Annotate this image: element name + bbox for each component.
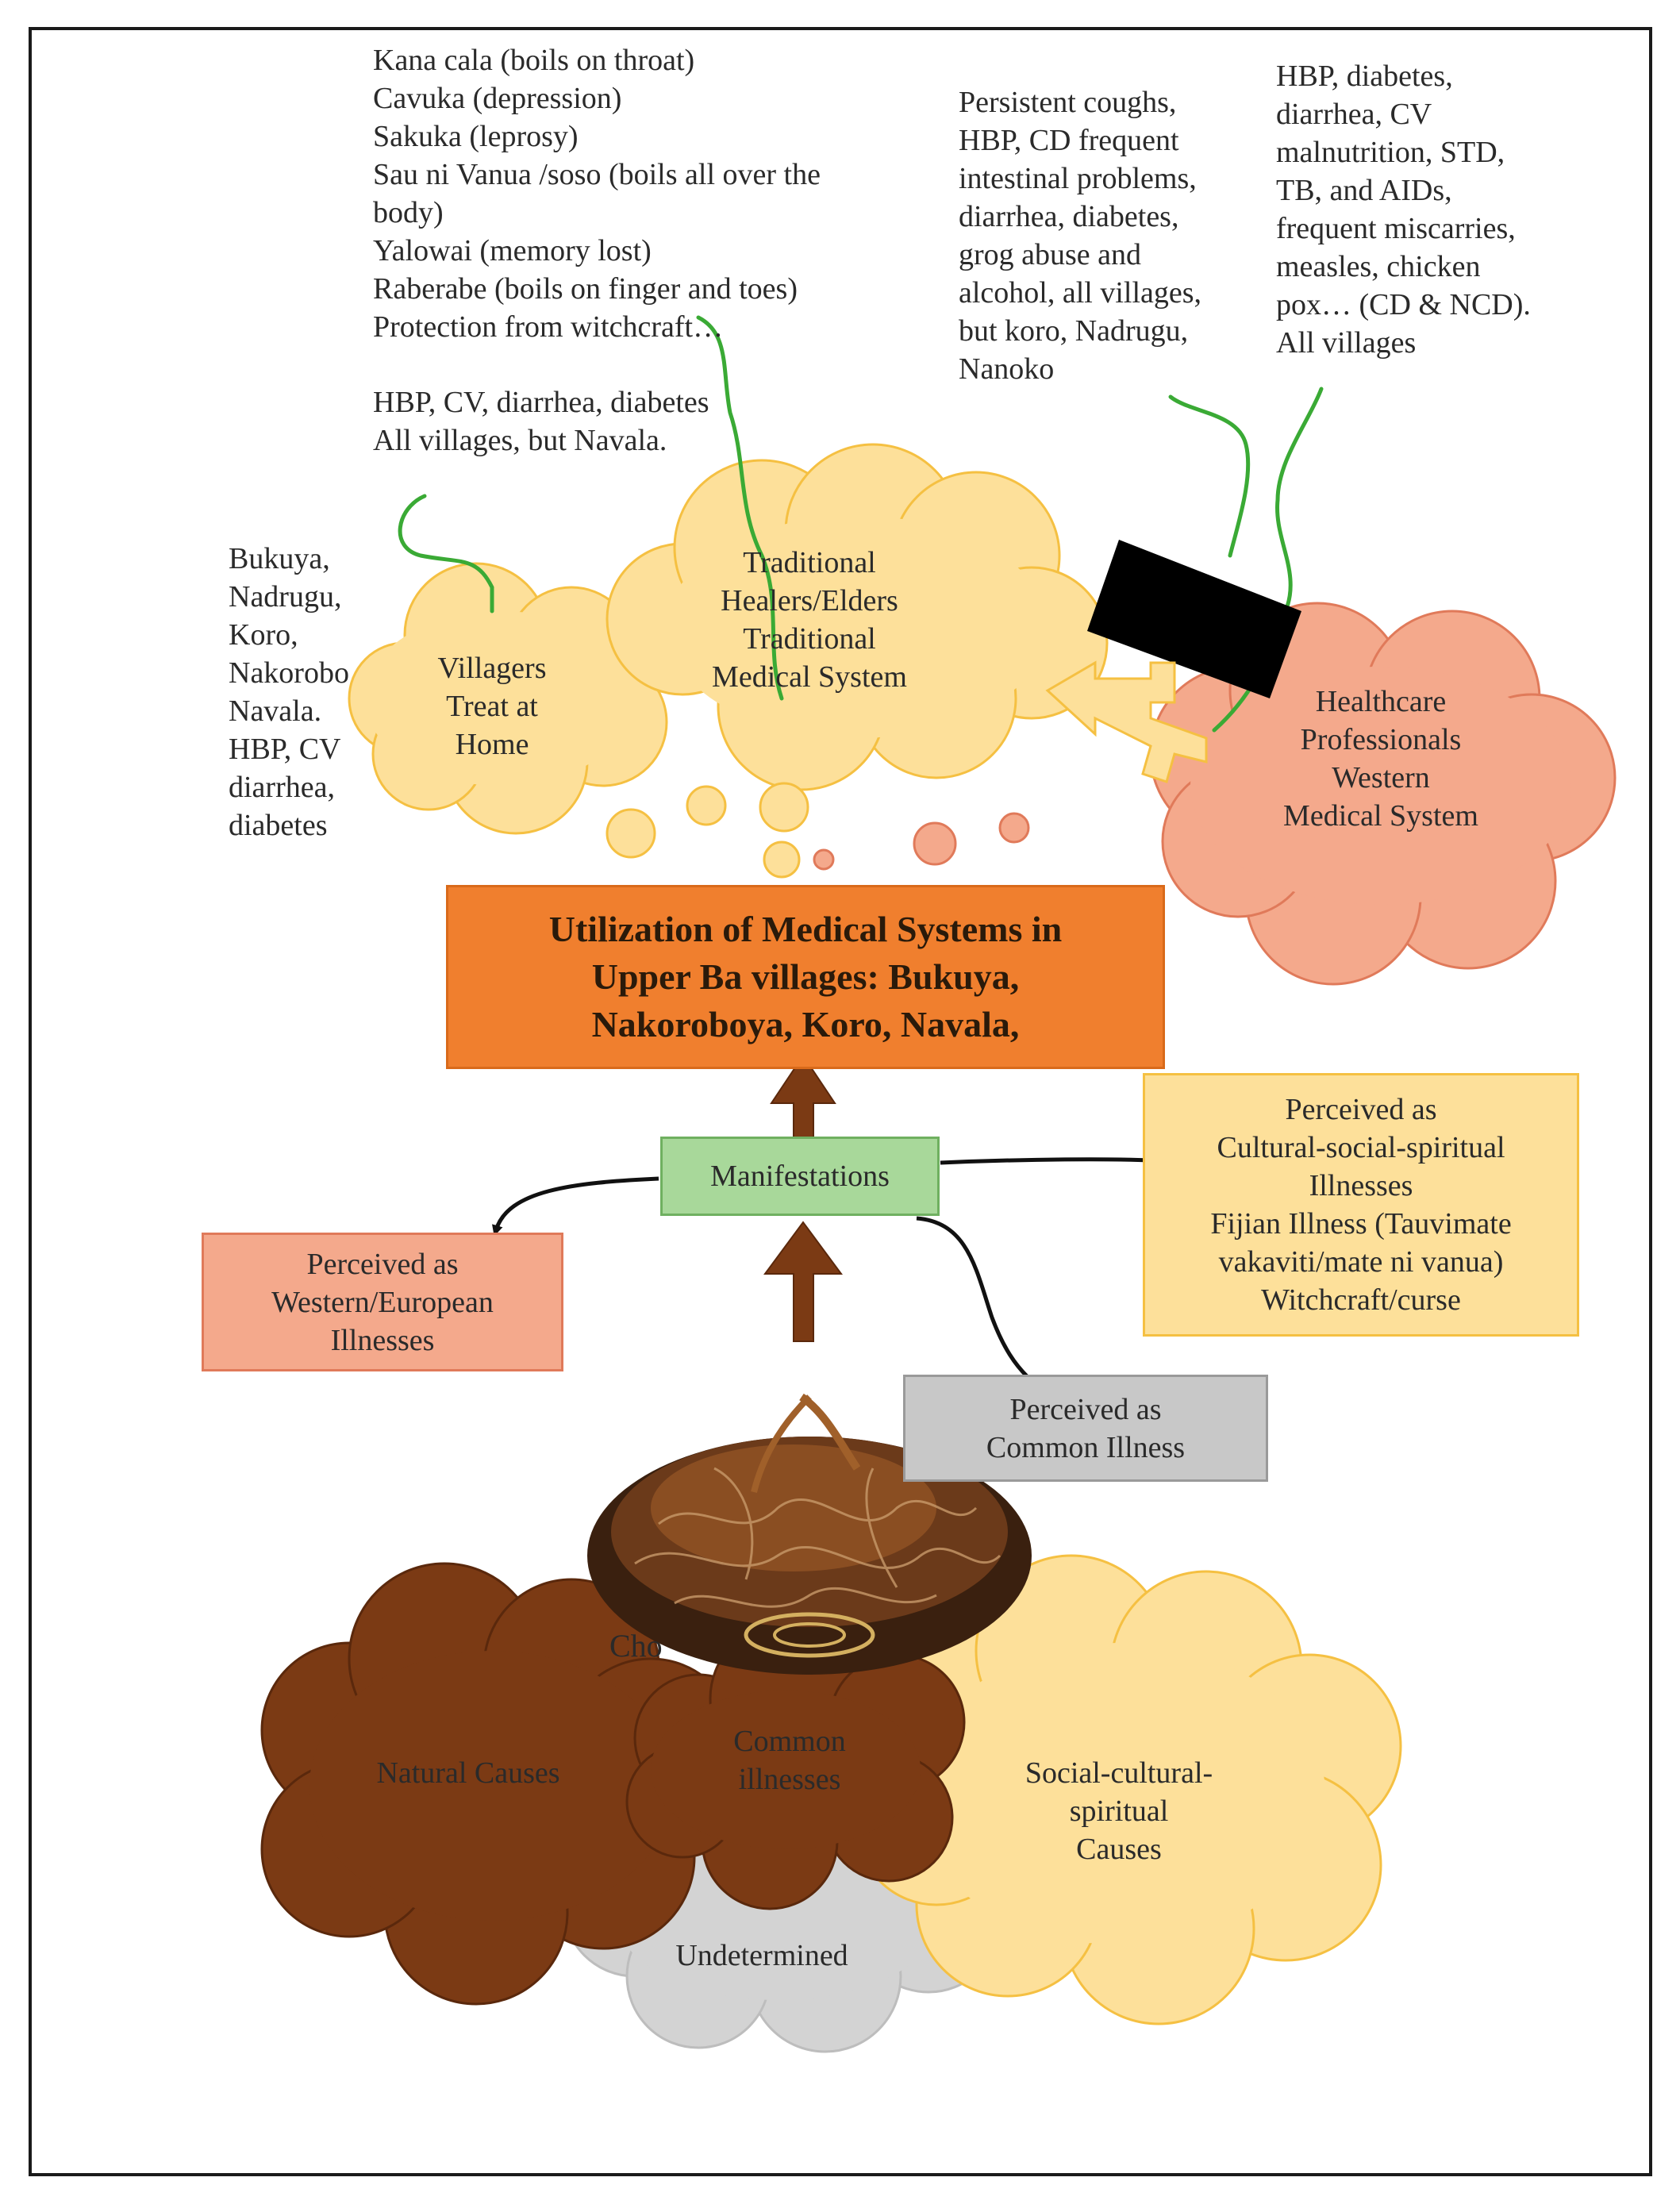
traditional-common-line: All villages, but Navala. [373,424,667,457]
western-illness-list-1: Persistent coughs, HBP, CD frequent intest… [959,83,1201,388]
treatments-list-line: Yalowai (memory lost) [373,234,652,267]
treatments-list-line: Raberabe (boils on finger and toes) [373,272,798,306]
traditional-common-line: HBP, CV, diarrhea, diabetes [373,386,709,419]
double-arrow [1045,660,1208,783]
treatments-list-line: Kana cala (boils on throat) [373,44,695,77]
home-list-line: diabetes [229,809,328,842]
perceived-western-box: Perceived as Western/European Illnesses [202,1233,563,1371]
natural-cloud-label: Natural Causes [376,1756,560,1790]
western-list-2-line: pox… (CD & NCD). [1276,288,1531,321]
bubbles [605,782,1030,879]
home-list-line: Koro, [229,618,298,652]
treatments-list-line: Protection from witchcraft… [373,310,724,344]
treatments-list-line: Sakuka (leprosy) [373,120,579,153]
treatments-list-line: body) [373,196,444,229]
black-connectors [492,1157,1151,1379]
home-list-line: Bukuya, [229,542,330,575]
western-list-2-line: malnutrition, STD, [1276,136,1505,169]
western-list-2-line: measles, chicken [1276,250,1481,283]
traditional-illness-list: Kana cala (boils on throat) Cavuka (depre… [373,41,821,346]
perceived-common-box: Perceived as Common Illness [903,1375,1268,1482]
figure-frame [29,27,1652,2176]
home-list-line: diarrhea, [229,771,335,804]
home-list-line: Navala. [229,694,322,728]
manifestations-box: Manifestations [660,1137,940,1216]
title-box: Utilization of Medical Systems in Upper … [446,885,1165,1069]
western-list-1-line: Nanoko [959,352,1055,386]
western-list-2-line: frequent miscarries, [1276,212,1516,245]
common-cloud-label: Common illnesses [733,1725,846,1796]
social-cloud-label: Social-cultural- spiritual Causes [1025,1756,1213,1866]
treatments-list-line: Cavuka (depression) [373,82,622,115]
western-illness-list-2: HBP, diabetes, diarrhea, CV malnutrition, … [1276,57,1531,362]
natural-cloud [260,1562,740,2006]
brown-arrows [763,1054,843,1342]
western-list-1-line: but koro, Nadrugu, [959,314,1189,348]
treatments-list-line: Sau ni Vanua /soso (boils all over the [373,158,821,191]
home-list-line: Nadrugu, [229,580,342,614]
traditional-cloud [605,443,1109,791]
western-cloud [1149,602,1617,986]
root-illustration [587,1393,1032,1675]
western-list-2-line: All villages [1276,326,1417,360]
undetermined-cloud-label: Undetermined [675,1939,848,1972]
western-list-2-line: diarrhea, CV [1276,98,1432,131]
redaction-block [1087,540,1301,698]
western-list-1-line: Persistent coughs, [959,86,1177,119]
partial-label: Cho [609,1628,663,1664]
home-cloud [348,562,668,835]
home-list-line: Nakorobo [229,656,349,690]
western-list-1-line: diarrhea, diabetes, [959,200,1179,233]
western-cloud-label: Healthcare Professionals Western Medical… [1283,685,1478,833]
western-list-2-line: HBP, diabetes, [1276,60,1453,93]
western-list-1-line: intestinal problems, [959,162,1197,195]
western-list-1-line: grog abuse and [959,238,1142,271]
home-cloud-label: Villagers Treat at Home [437,652,547,761]
traditional-cloud-label: Traditional Healers/Elders Traditional M… [712,546,907,694]
western-list-1-line: alcohol, all villages, [959,276,1202,310]
perceived-cultural-box: Perceived as Cultural-social-spiritual I… [1143,1073,1579,1337]
western-list-1-line: HBP, CD frequent [959,124,1179,157]
western-list-2-line: TB, and AIDs, [1276,174,1452,207]
home-list-line: HBP, CV [229,733,341,766]
